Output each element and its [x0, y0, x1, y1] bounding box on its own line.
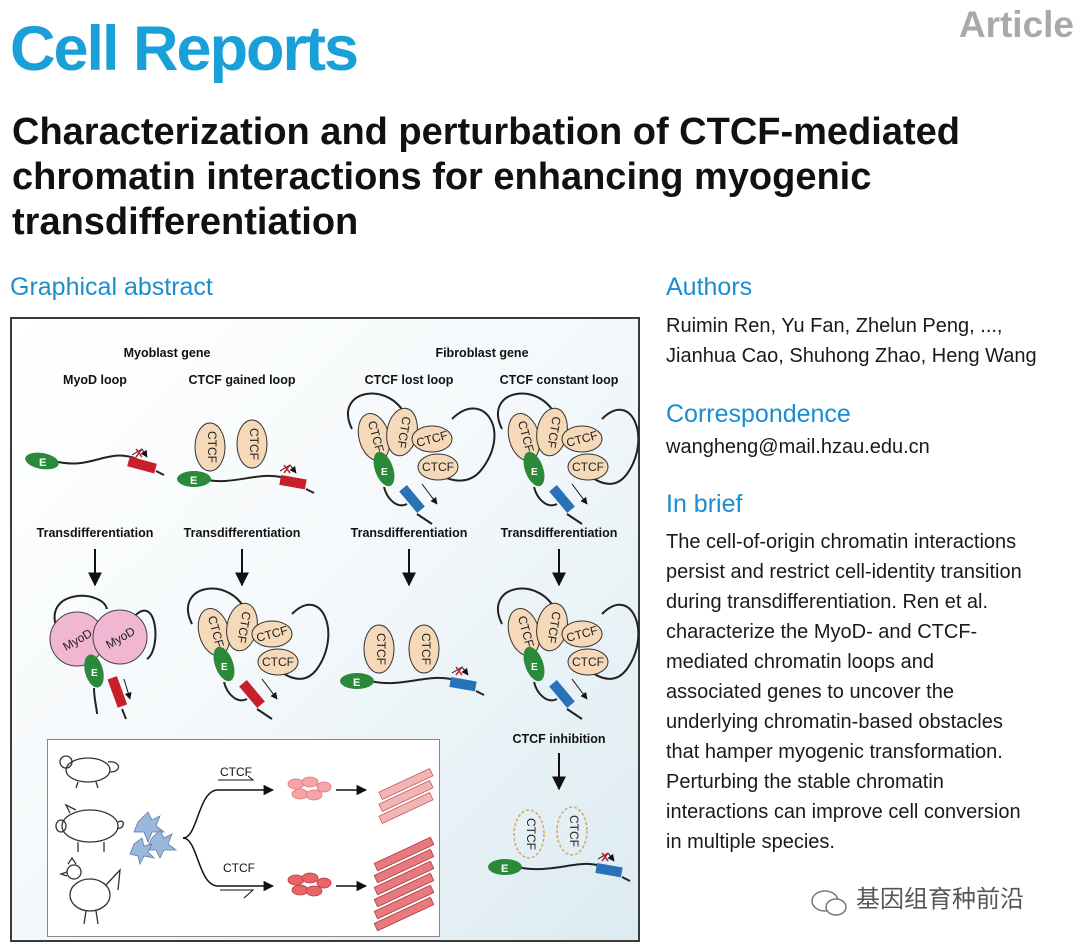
transdiff-label-2: Transdifferentiation — [184, 526, 301, 540]
in-brief-line: The cell-of-origin chromatin interaction… — [666, 531, 1017, 553]
article-type: Article — [958, 4, 1074, 45]
article-title: Characterization and perturbation of CTC… — [12, 111, 960, 243]
lower-branch-arrow — [182, 837, 275, 892]
ctcf-constant-looped-state-2: CTCF CTCF CTCF CTCF E — [496, 587, 640, 720]
col-ctcf-constant: CTCF constant loop — [500, 373, 619, 387]
in-brief-line: Perturbing the stable chromatin — [666, 771, 944, 793]
myod-looped-state: MyoD MyoD E — [49, 594, 157, 720]
svg-text:E: E — [221, 662, 228, 673]
myoblast-cluster-light — [287, 776, 332, 801]
svg-text:CTCF: CTCF — [422, 460, 454, 474]
svg-text:CTCF: CTCF — [262, 655, 294, 669]
ctcf-lost-linear-state: CTCF CTCF E — [340, 624, 485, 696]
in-brief-line: during transdifferentiation. Ren et al. — [666, 591, 989, 613]
graphical-abstract-figure: Myoblast gene Fibroblast gene MyoD loop … — [10, 317, 640, 942]
in-brief-heading: In brief — [666, 490, 743, 518]
ctcf-lower-label: CTCF — [223, 861, 255, 875]
pig-icon — [55, 803, 124, 852]
in-brief-line: characterize the MyoD- and CTCF- — [666, 621, 978, 643]
myoblast-group-label: Myoblast gene — [124, 346, 211, 360]
svg-text:E: E — [353, 677, 360, 689]
in-brief-line: that hamper myogenic transformation. — [666, 741, 1003, 763]
ctcf-gained-looped-state: CTCF CTCF CTCF CTCF E — [186, 587, 330, 720]
svg-text:E: E — [91, 668, 98, 679]
in-brief-line: persist and restrict cell-identity trans… — [666, 561, 1022, 583]
ctcf-lost-looped-state: CTCF CTCF CTCF CTCF E — [346, 392, 496, 525]
in-brief-line: in multiple species. — [666, 831, 835, 853]
species-inset: CTCF CTCF — [47, 739, 440, 937]
species-conversion-diagram: CTCF CTCF — [55, 755, 435, 932]
svg-text:CTCF: CTCF — [234, 610, 253, 644]
col-ctcf-lost: CTCF lost loop — [365, 373, 454, 387]
transdiff-arrows — [88, 549, 566, 587]
mouse-icon — [59, 755, 120, 789]
in-brief-line: interactions can improve cell conversion — [666, 801, 1021, 823]
authors-line-2: Jianhua Cao, Shuhong Zhao, Heng Wang — [666, 345, 1037, 367]
ctcf-inhibition-symbol — [220, 889, 255, 899]
svg-text:CTCF: CTCF — [572, 655, 604, 669]
svg-text:E: E — [501, 863, 508, 875]
ctcf-constant-looped-state: CTCF CTCF CTCF CTCF E — [496, 392, 640, 525]
in-brief-line: associated genes to uncover the — [666, 681, 954, 703]
authors-line-1: Ruimin Ren, Yu Fan, Zhelun Peng, ..., — [666, 315, 1003, 337]
svg-text:E: E — [531, 467, 538, 478]
myoblast-cluster-dark — [287, 872, 332, 897]
svg-text:E: E — [531, 662, 538, 673]
svg-text:E: E — [381, 467, 388, 478]
ctcf-upper-label: CTCF — [220, 765, 252, 779]
upper-branch-arrow — [182, 784, 275, 839]
ctcf-inhibition-label: CTCF inhibition — [512, 732, 605, 746]
myotubes-upper — [378, 768, 434, 824]
transdiff-label-1: Transdifferentiation — [37, 526, 154, 540]
svg-text:CTCF: CTCF — [524, 818, 538, 850]
svg-text:E: E — [190, 475, 197, 487]
wechat-icon — [811, 890, 847, 916]
graphical-abstract-diagram: Myoblast gene Fibroblast gene MyoD loop … — [25, 346, 640, 882]
ctcf-activation-symbol — [218, 775, 255, 781]
myod-linear-state: E — [25, 448, 165, 476]
transdiff-label-4: Transdifferentiation — [501, 526, 618, 540]
svg-text:CTCF: CTCF — [374, 633, 388, 665]
col-myod-loop: MyoD loop — [63, 373, 127, 387]
ctcf-inhibited-state: CTCF CTCF E — [488, 806, 631, 882]
svg-text:CTCF: CTCF — [544, 610, 563, 644]
myotubes-lower — [373, 836, 435, 932]
svg-text:E: E — [39, 457, 46, 469]
chicken-icon — [58, 856, 121, 925]
authors-heading: Authors — [666, 273, 753, 301]
fibroblast-group-label: Fibroblast gene — [435, 346, 528, 360]
transdiff-label-3: Transdifferentiation — [351, 526, 468, 540]
in-brief-line: mediated chromatin loops and — [666, 651, 934, 673]
svg-text:CTCF: CTCF — [567, 815, 581, 847]
correspondence-email[interactable]: wangheng@mail.hzau.edu.cn — [666, 436, 930, 458]
svg-text:CTCF: CTCF — [419, 633, 433, 665]
in-brief-text: The cell-of-origin chromatin interaction… — [666, 527, 1022, 857]
col-ctcf-gained: CTCF gained loop — [189, 373, 296, 387]
correspondence-heading: Correspondence — [666, 400, 851, 428]
graphical-abstract-heading: Graphical abstract — [10, 273, 213, 301]
journal-name: Cell Reports — [10, 14, 359, 84]
svg-text:CTCF: CTCF — [247, 428, 261, 460]
svg-text:CTCF: CTCF — [544, 415, 563, 449]
svg-text:CTCF: CTCF — [205, 431, 219, 463]
svg-text:CTCF: CTCF — [394, 415, 413, 449]
watermark-text: 基因组育种前沿 — [856, 886, 1024, 913]
fibroblast-cells-icon — [129, 811, 178, 866]
in-brief-line: underlying chromatin-based obstacles — [666, 711, 1003, 733]
svg-text:CTCF: CTCF — [572, 460, 604, 474]
authors-list: Ruimin Ren, Yu Fan, Zhelun Peng, ..., Ji… — [666, 311, 1037, 371]
ctcf-gained-linear-state: CTCF CTCF E — [177, 419, 315, 494]
